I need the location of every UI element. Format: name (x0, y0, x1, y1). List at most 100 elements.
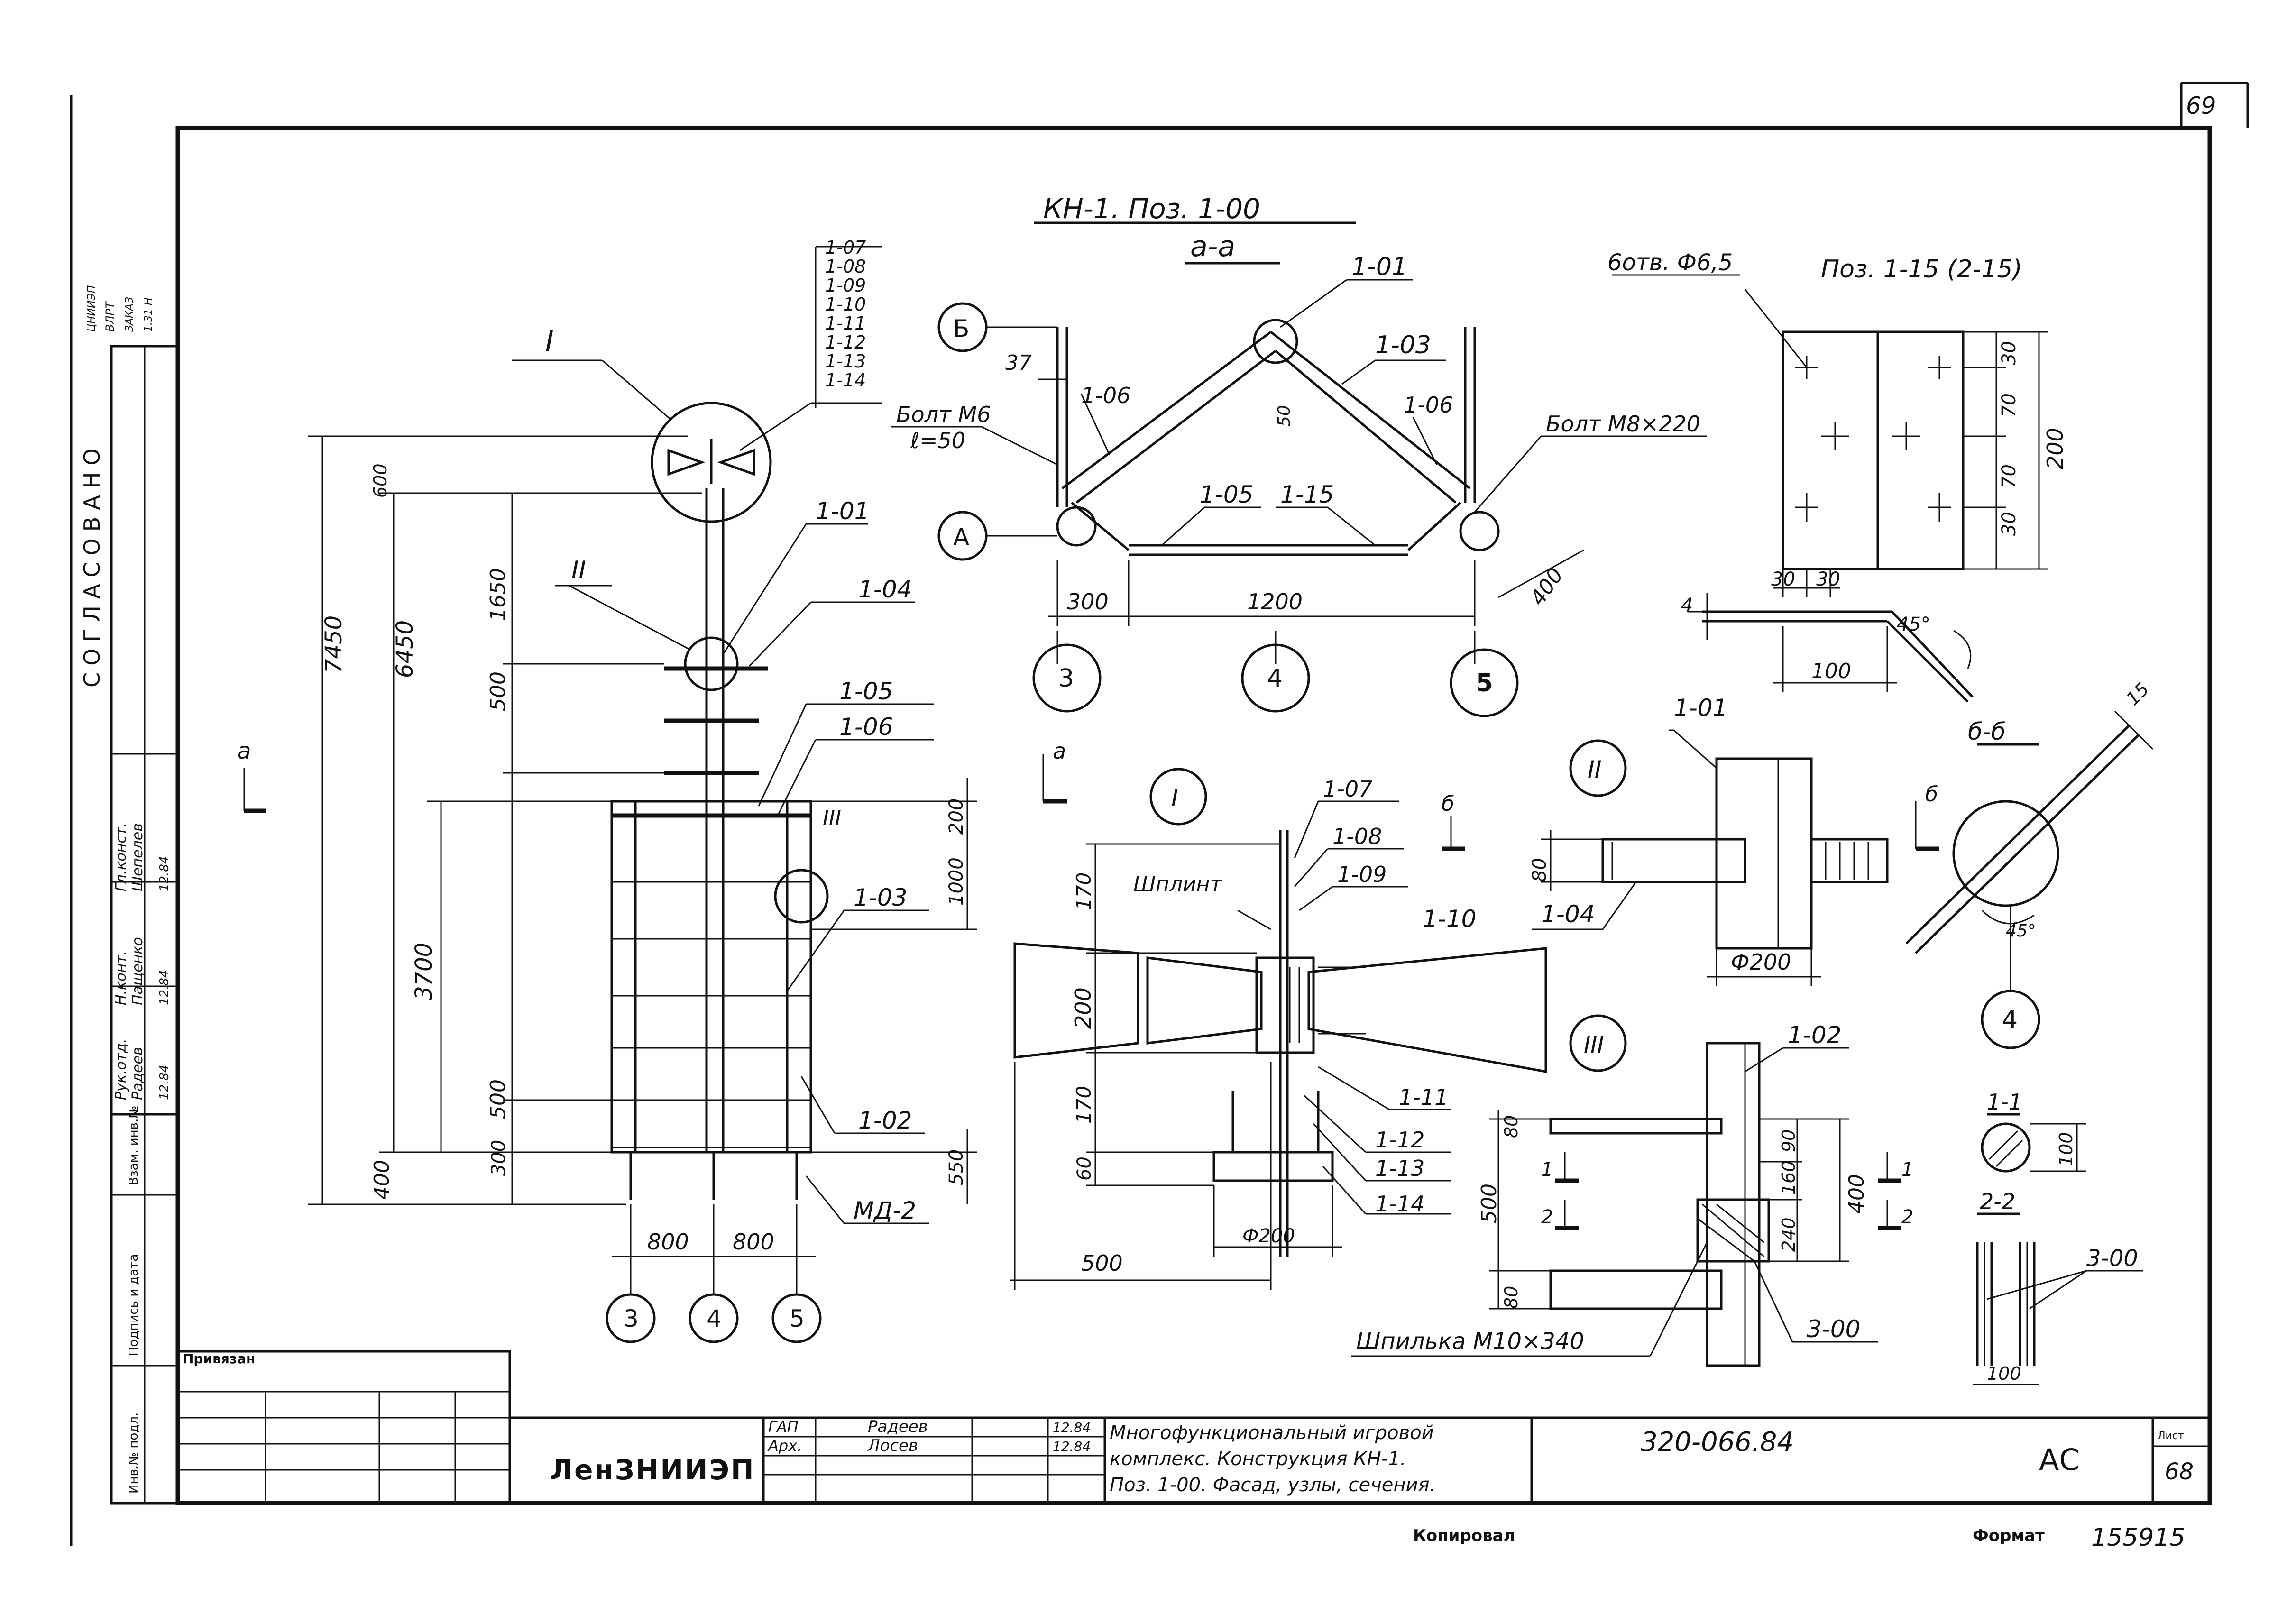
bb-axis-bubble (1981, 990, 2040, 1049)
aa-dim-50: 50 (1275, 405, 1294, 427)
axis-bubble-4 (689, 1293, 739, 1343)
facade-part-1-01: 1-01 (816, 497, 869, 525)
sign-role-1: Рук.отд. (113, 1038, 129, 1100)
node-I-view (1010, 754, 1547, 1290)
approval-column: СОГЛАСОВАНО (79, 441, 105, 688)
aa-part-1-01: 1-01 (1351, 253, 1407, 281)
section-11-label: 1-1 (1987, 1089, 2022, 1115)
circle-A-label: А (953, 523, 969, 551)
footer-format-label: Формат (1973, 1526, 2045, 1545)
node-II-view (1532, 729, 1939, 986)
aa-axis-label-4: 4 (1267, 664, 1283, 693)
section-bb-label: б-б (1968, 718, 2006, 745)
node1-pin: Шплинт (1133, 872, 1222, 897)
node-II-label: II (1588, 756, 1602, 783)
node-III-view (1351, 1014, 1901, 1367)
dim-800-left: 800 (647, 1229, 689, 1255)
facade-dimensions (308, 435, 977, 1294)
node2-dim-80: 80 (1529, 858, 1551, 882)
sheet-number: 69 (2186, 92, 2216, 119)
pos115-dim-30-h1: 30 (1771, 569, 1795, 590)
stack-part-6: 1-12 (825, 332, 866, 353)
node3-stud: Шпилька М10×340 (1356, 1328, 1584, 1355)
node3-dim-80-bottom: 80 (1501, 1286, 1522, 1309)
aa-axis-bubble-3 (1032, 643, 1102, 713)
aa-bolt-length: ℓ=50 (910, 428, 965, 453)
stack-part-3: 1-09 (825, 275, 866, 296)
aa-part-1-03: 1-03 (1375, 331, 1431, 359)
node2-part-1-04: 1-04 (1541, 900, 1595, 928)
title-block (176, 1350, 2211, 1505)
node3-cut-1-left: 1 (1541, 1159, 1553, 1181)
pos115-bend-100: 100 (1811, 659, 1851, 683)
sign-role-2: Н.конт. (113, 951, 129, 1005)
axis-label-5: 5 (790, 1305, 805, 1332)
facade-part-md2: МД-2 (854, 1197, 916, 1224)
sign-date-2: 12.84 (157, 970, 172, 1005)
title-sheet: 68 (2165, 1459, 2194, 1485)
node3-dim-240: 240 (1778, 1217, 1799, 1252)
node1-part-1-11: 1-11 (1399, 1084, 1448, 1110)
side-stamp-2: ВЛРТ (103, 301, 117, 332)
node-III-circle (1569, 1014, 1627, 1072)
aa-bolt-m6: Болт М6 (896, 402, 991, 427)
node1-part-1-13: 1-13 (1375, 1156, 1424, 1181)
section-11-view (1981, 1113, 2086, 1173)
drawing-title: КН-1. Поз. 1-00 (1043, 193, 1260, 225)
node1-part-1-10: 1-10 (1423, 905, 1476, 933)
node3-cut-1-right: 1 (1901, 1159, 1913, 1181)
facade-axes (606, 1293, 822, 1343)
sign-name-2: Пащенко (129, 937, 146, 1005)
title-name-1: Радеев (868, 1417, 928, 1436)
title-stage: АС (2039, 1442, 2080, 1477)
pos115-title: Поз. 1-15 (2-15) (1821, 255, 2022, 284)
stack-part-7: 1-13 (825, 351, 866, 372)
facade-part-1-03: 1-03 (854, 884, 907, 911)
node3-dim-500: 500 (1477, 1184, 1501, 1223)
pos115-dim-30-bottom: 30 (1998, 512, 2020, 536)
node1-part-1-09: 1-09 (1337, 862, 1387, 887)
pos115-dim-30-h2: 30 (1816, 569, 1840, 590)
node3-dim-90: 90 (1778, 1129, 1799, 1152)
title-desc-3: Поз. 1-00. Фасад, узлы, сечения. (1110, 1474, 1435, 1496)
sign-name-3: Шепелев (129, 823, 146, 891)
node1-dim-60: 60 (1074, 1156, 1095, 1181)
node1-dim-170-bottom: 170 (1072, 1086, 1095, 1124)
dim-1000: 1000 (946, 857, 967, 906)
dim-7450: 7450 (321, 615, 347, 673)
aa-axis-label-5: 5 (1476, 669, 1493, 697)
node1-part-1-08: 1-08 (1332, 824, 1382, 849)
title-name-2: Лосев (867, 1436, 918, 1455)
node3-cut-2-left: 2 (1541, 1206, 1553, 1228)
section-aa-view (891, 262, 1707, 717)
node1-part-1-14: 1-14 (1375, 1191, 1424, 1217)
title-date-1: 12.84 (1053, 1420, 1091, 1435)
dim-600: 600 (370, 463, 391, 498)
side-stamp-3: ЗАКАЗ (124, 297, 136, 332)
side-label-inv: Инв.№ подл. (127, 1413, 141, 1494)
callout-circle-III (774, 869, 829, 924)
footer-format-value: 155915 (2091, 1523, 2186, 1552)
title-desc-2: комплекс. Конструкция КН-1. (1110, 1448, 1406, 1470)
node1-dim-phi200: Ф200 (1242, 1225, 1295, 1247)
node-III-label: III (1584, 1032, 1604, 1058)
aa-dim-37: 37 (1005, 351, 1032, 375)
side-stamp (110, 345, 179, 1505)
pos115-dim-70-a: 70 (1998, 393, 2020, 417)
dim-800-right: 800 (733, 1229, 774, 1255)
section-11-dim: 100 (2056, 1132, 2076, 1166)
section-22-view (1973, 1212, 2143, 1385)
side-label-sign: Подпись и дата (127, 1254, 141, 1356)
dim-1650: 1650 (486, 568, 510, 621)
title-bound-label: Привязан (183, 1351, 255, 1367)
title-sheet-label: Лист (2158, 1430, 2184, 1442)
sign-date-1: 12.84 (157, 1065, 172, 1100)
footer-copied: Копировал (1413, 1526, 1515, 1545)
node-I-circle (1149, 768, 1207, 826)
pos115-dim-30-top: 30 (1998, 341, 2020, 365)
bb-axis-label: 4 (2002, 1006, 2018, 1034)
title-date-2: 12.84 (1053, 1439, 1091, 1454)
node1-part-1-12: 1-12 (1375, 1127, 1424, 1153)
pos115-bend-4: 4 (1681, 595, 1693, 616)
